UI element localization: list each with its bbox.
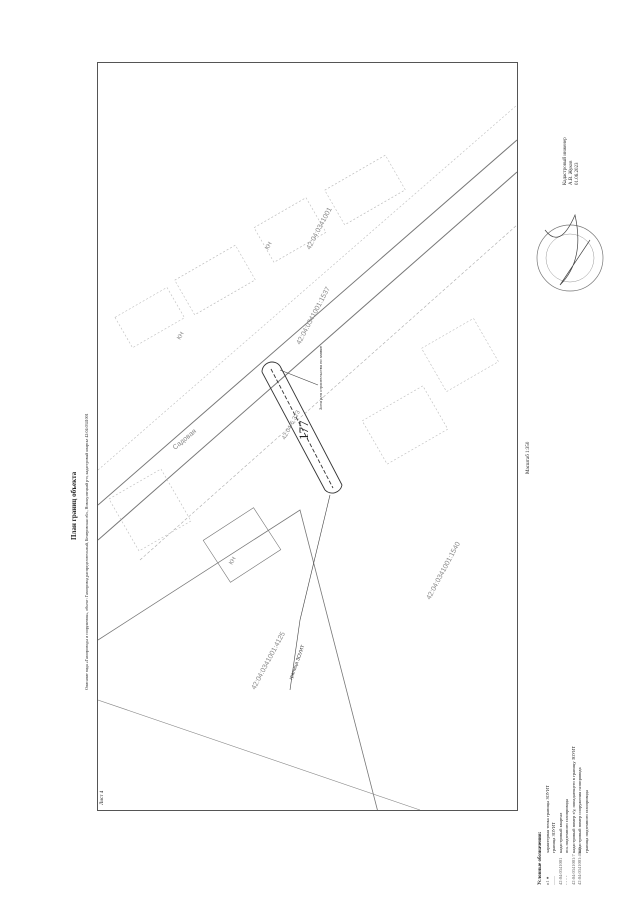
zone-note: Зона для строительства по заявке xyxy=(318,345,323,410)
kn-label-2: КН xyxy=(265,241,274,251)
kn-label-3: КН xyxy=(177,331,186,341)
map-frame xyxy=(97,62,518,811)
engineer-date: 01.06.2023 xyxy=(575,162,580,186)
kn-label-1: КН xyxy=(229,556,238,566)
engineer-block: Кадастровый инженер А.В. Жуков 01.06.202… xyxy=(563,137,581,185)
